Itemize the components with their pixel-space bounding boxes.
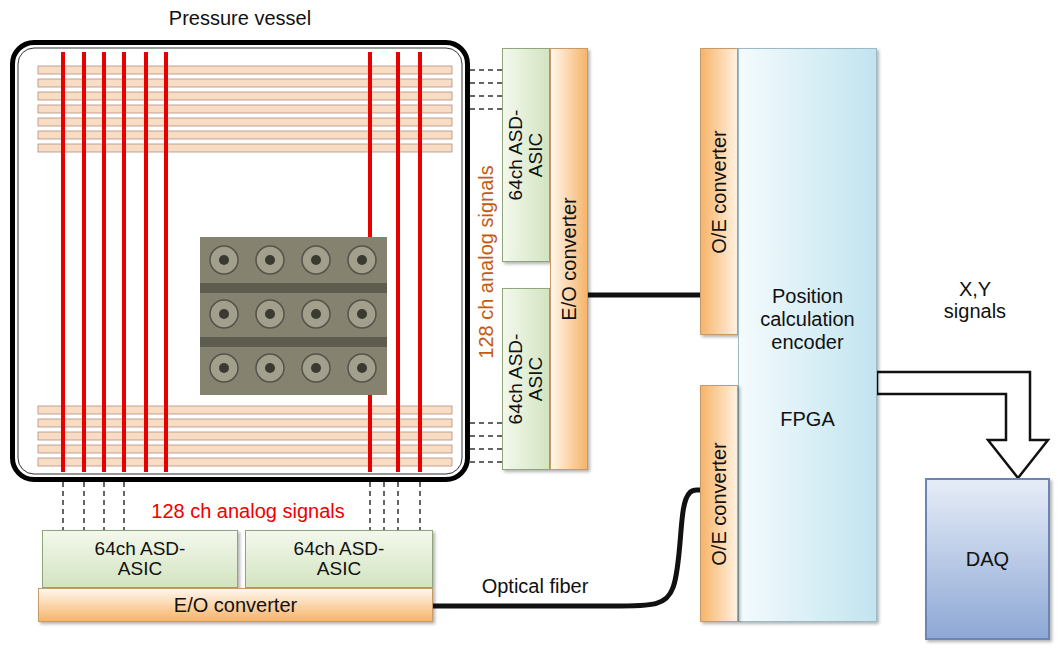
pixel-ring xyxy=(210,354,238,382)
anode-strip xyxy=(396,52,400,472)
pixel-ring xyxy=(348,246,376,274)
converter-label: O/E converter xyxy=(708,390,730,617)
vessel-heading: Pressure vessel xyxy=(15,7,465,29)
pixel-dot xyxy=(357,255,367,265)
asic-label: 64ch ASD-ASIC xyxy=(506,324,546,434)
pixel-dot xyxy=(265,309,275,319)
converter-label: O/E converter xyxy=(708,53,730,330)
pixel-dot xyxy=(265,363,275,373)
cathode-strip xyxy=(38,79,452,87)
converter-label: E/O converter xyxy=(174,594,297,616)
rotated-text-frame: O/E converter xyxy=(708,390,730,617)
asic-label: 64ch ASD-ASIC xyxy=(284,539,394,579)
pixel-ring xyxy=(302,246,330,274)
cathode-strip xyxy=(38,92,452,100)
pixel-ring xyxy=(348,354,376,382)
anode-strip xyxy=(164,52,168,472)
cathode-strip xyxy=(38,419,452,427)
anode-strip xyxy=(144,52,148,472)
rotated-text-frame: 64ch ASD-ASIC xyxy=(506,293,546,465)
pressure-vessel: Pressure vessel xyxy=(10,40,470,482)
pixel-ring xyxy=(256,300,284,328)
signal-wires xyxy=(470,70,502,109)
signal-label: 128 ch analog signals xyxy=(149,500,346,522)
pixel-ring xyxy=(302,354,330,382)
oe-converter-box: O/E converter xyxy=(700,385,738,622)
cathode-strip xyxy=(38,144,452,152)
asic-box: 64ch ASD-ASIC xyxy=(502,288,550,470)
photo-groove xyxy=(200,337,387,347)
fpga-label: Position calculation encoder xyxy=(745,285,870,354)
pixel-ring xyxy=(210,300,238,328)
vessel-inner-wall xyxy=(18,48,462,474)
eo-converter-box: E/O converter xyxy=(38,588,433,622)
cathode-strip xyxy=(38,66,452,74)
anode-strip xyxy=(61,52,65,472)
output-arrow xyxy=(877,372,1048,478)
connector-label: Optical fiber xyxy=(470,575,600,597)
optical-fiber xyxy=(433,490,700,606)
pixel-ring xyxy=(256,246,284,274)
anode-strip xyxy=(122,52,126,472)
signal-wires xyxy=(470,423,502,462)
connector-label: X,Y signals xyxy=(927,278,1023,322)
pixel-dot xyxy=(219,309,229,319)
pixel-dot xyxy=(311,255,321,265)
cathode-strip xyxy=(38,105,452,113)
photo-groove xyxy=(200,283,387,293)
rotated-text-frame: 64ch ASD-ASIC xyxy=(506,53,546,257)
pixel-ring xyxy=(302,300,330,328)
asic-label: 64ch ASD-ASIC xyxy=(506,100,546,210)
pixel-dot xyxy=(357,363,367,373)
rotated-text-frame: O/E converter xyxy=(708,53,730,330)
pixel-dot xyxy=(219,363,229,373)
optical-fiber xyxy=(588,293,700,298)
fpga-box: Position calculation encoderFPGA xyxy=(738,48,877,622)
eo-converter-box: E/O converter xyxy=(550,48,588,470)
asic-box: 64ch ASD-ASIC xyxy=(42,530,238,588)
pixel-dot xyxy=(311,309,321,319)
fpga-label: FPGA xyxy=(780,408,834,431)
daq-box: DAQ xyxy=(925,478,1050,640)
signal-label: 128 ch analog signals xyxy=(475,163,497,360)
oe-converter-box: O/E converter xyxy=(700,48,738,335)
cathode-strip xyxy=(38,131,452,139)
rotated-text-frame: E/O converter xyxy=(558,53,580,465)
asic-label: 64ch ASD-ASIC xyxy=(85,539,195,579)
pixel-ring xyxy=(348,300,376,328)
anode-strip xyxy=(102,52,106,472)
asic-box: 64ch ASD-ASIC xyxy=(245,530,433,588)
pixel-dot xyxy=(311,363,321,373)
cathode-strip xyxy=(38,458,452,466)
signal-wires xyxy=(370,482,420,530)
cathode-strip xyxy=(38,118,452,126)
converter-label: E/O converter xyxy=(558,53,580,465)
pixel-dot xyxy=(357,309,367,319)
pixel-ring xyxy=(256,354,284,382)
anode-strip xyxy=(82,52,86,472)
pixel-dot xyxy=(265,255,275,265)
anode-strip xyxy=(418,52,422,472)
pixel-dot xyxy=(219,255,229,265)
cathode-strip xyxy=(38,406,452,414)
daq-label: DAQ xyxy=(966,548,1009,570)
cathode-strip xyxy=(38,445,452,453)
pixel-ring xyxy=(210,246,238,274)
asic-box: 64ch ASD-ASIC xyxy=(502,48,550,262)
cathode-strip xyxy=(38,432,452,440)
micro-pixel-photo xyxy=(200,237,387,395)
signal-wires xyxy=(63,482,124,530)
